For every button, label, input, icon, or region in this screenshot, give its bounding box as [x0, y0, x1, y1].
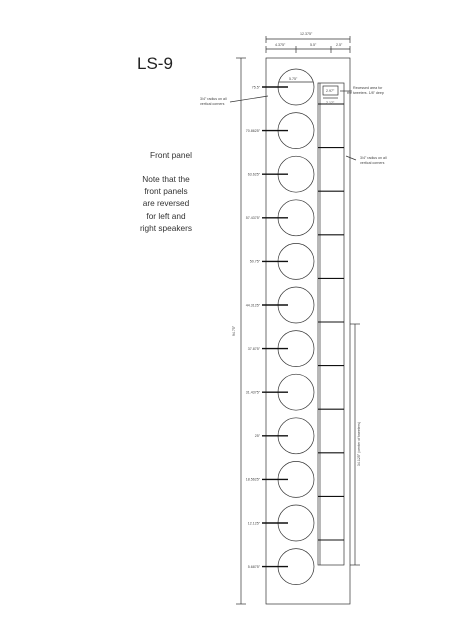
driver-position-label: 63.625": [248, 173, 261, 177]
driver-position-label: 37.875": [248, 347, 261, 351]
driver-position-label: 5.6875": [248, 565, 261, 569]
driver-position-label: 44.3125": [246, 303, 261, 307]
radius-left-note-line: 3/4" radius on all: [200, 97, 227, 101]
radius-left-leader: [229, 95, 269, 103]
panel-outline: [265, 57, 351, 605]
driver-position-label: 25": [255, 434, 261, 438]
reverse-note-line: front panels: [144, 186, 188, 197]
front-panel-label: Front panel: [150, 150, 192, 160]
driver-circles: [277, 68, 315, 585]
driver-position-labels: 75.5" 70.8625" 63.625" 57.4375" 50.75" 44.312…: [246, 85, 261, 569]
tweeter-span-label: 34.125" (center of tweeters): [357, 422, 361, 466]
circle-diameter-label: 5.75": [289, 77, 298, 81]
left-section-label: 4.375": [275, 43, 286, 47]
radius-right-note-line: 3/4" radius on all: [360, 156, 387, 160]
driver-position-label: 31.4375": [246, 391, 261, 395]
tweeter-column: [317, 82, 345, 566]
overall-height-label: 94.75": [232, 325, 236, 336]
page-title: LS-9: [137, 54, 173, 73]
tweeter-dividers: [318, 103, 344, 541]
reverse-note-line: right speakers: [139, 222, 193, 233]
driver-position-label: 18.5625": [246, 478, 261, 482]
slot-depth-label: 2.12": [326, 101, 335, 105]
recess-slot: [322, 85, 339, 96]
radius-right-note-line: vertical corners: [360, 161, 385, 165]
mid-section-label: 5.5": [310, 43, 317, 47]
radius-right-leader: [345, 155, 357, 161]
reverse-note-line: Note that the: [142, 174, 190, 184]
recess-note-line: Recessed area for: [353, 86, 383, 90]
driver-position-label: 75.5": [252, 85, 261, 89]
driver-position-label: 50.75": [250, 260, 261, 264]
right-section-label: 2.5": [336, 43, 343, 47]
driver-position-label: 57.4375": [246, 216, 261, 220]
reverse-note: Note that the front panels are reversed …: [106, 173, 226, 234]
radius-left-note-line: vertical corners: [200, 102, 225, 106]
center-leaders: [262, 86, 288, 568]
reverse-note-line: for left and: [146, 210, 186, 221]
slot-width-label: 2.97": [326, 89, 335, 93]
driver-position-label: 70.8625": [246, 129, 261, 133]
reverse-note-line: are reversed: [142, 198, 190, 209]
driver-position-label: 12.125": [248, 521, 261, 525]
recess-note-line: the tweeters. 1/8" deep: [347, 91, 384, 95]
overall-width-label: 12.375": [300, 32, 313, 36]
